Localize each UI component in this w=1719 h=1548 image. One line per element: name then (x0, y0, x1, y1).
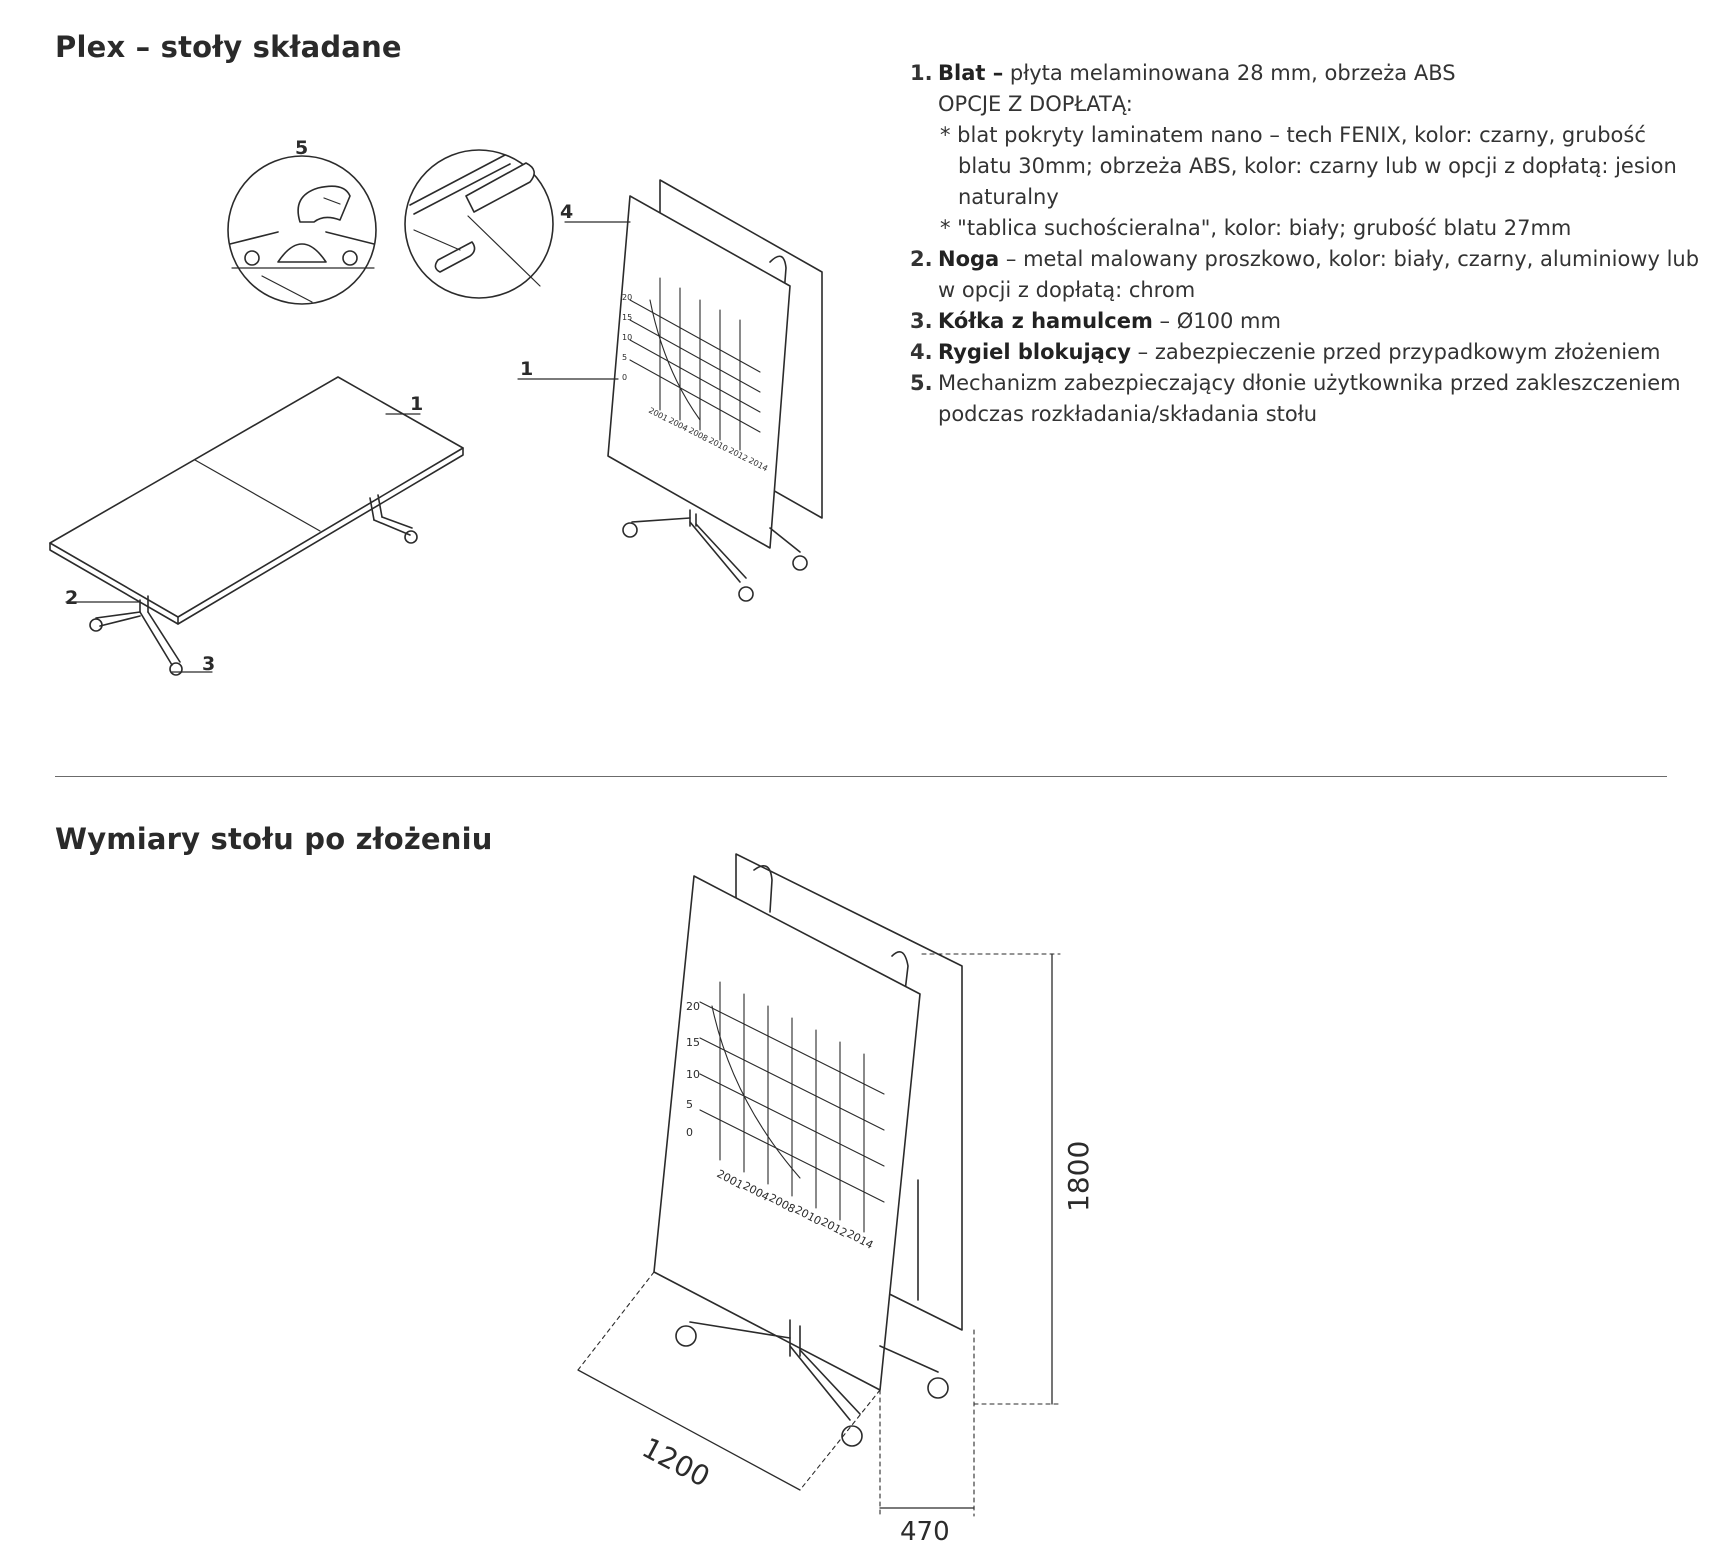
y-tick-label: 15 (686, 1036, 700, 1049)
dimension-width-label: 1200 (637, 1431, 715, 1494)
callout-5: 5 (295, 137, 308, 159)
spec-name: Rygiel blokujący (938, 340, 1131, 364)
y-tick-label: 5 (622, 353, 627, 362)
callout-1: 1 (410, 393, 423, 415)
spec-text: – zabezpieczenie przed przypadkowym złoż… (1137, 340, 1661, 364)
spec-item-2-cont: w opcji z dopłatą: chrom (938, 278, 1196, 302)
y-tick-label: 15 (622, 313, 632, 322)
spec-number: 2. (910, 247, 933, 271)
spec-name: Blat – (938, 61, 1004, 85)
callout-4: 4 (560, 201, 573, 223)
option-1-line-3: naturalny (958, 185, 1059, 209)
spec-name: Noga (938, 247, 1000, 271)
section-title-dimensions: Wymiary stołu po złożeniu (55, 822, 493, 856)
y-tick-label: 10 (622, 333, 632, 342)
spec-number: 3. (910, 309, 933, 333)
spec-text: Mechanizm zabezpieczający dłonie użytkow… (938, 371, 1681, 395)
y-tick-label: 20 (686, 1000, 700, 1013)
callout-1-folded: 1 (520, 358, 533, 380)
y-tick-label: 10 (686, 1068, 700, 1081)
dimension-height-label: 1800 (1062, 1141, 1095, 1212)
option-1-line-1: * blat pokryty laminatem nano – tech FEN… (940, 123, 1646, 147)
detail-circle-4 (404, 149, 554, 299)
dimension-depth-label: 470 (900, 1517, 950, 1547)
spec-text: – metal malowany proszkowo, kolor: biały… (1005, 247, 1700, 271)
section-divider (55, 776, 1667, 777)
callout-2: 2 (65, 587, 78, 609)
spec-number: 1. (910, 61, 933, 85)
y-tick-label: 0 (622, 373, 627, 382)
option-2: * "tablica suchościeralna", kolor: biały… (940, 216, 1572, 240)
page-title: Plex – stoły składane (55, 30, 402, 64)
detail-circle-5 (227, 155, 377, 305)
spec-item-5-cont: podczas rozkładania/składania stołu (938, 402, 1318, 426)
options-header: OPCJE Z DOPŁATĄ: (938, 92, 1133, 116)
y-tick-label: 0 (686, 1126, 693, 1139)
y-tick-label: 20 (622, 293, 632, 302)
y-tick-label: 5 (686, 1098, 693, 1111)
callout-3: 3 (202, 653, 215, 675)
spec-text: – Ø100 mm (1159, 309, 1281, 333)
spec-number: 4. (910, 340, 933, 364)
spec-list: 1.Blat – płyta melaminowana 28 mm, obrze… (910, 58, 1699, 430)
option-1-line-2: blatu 30mm; obrzeża ABS, kolor: czarny l… (958, 154, 1677, 178)
spec-item-5: 5.Mechanizm zabezpieczający dłonie użytk… (910, 368, 1690, 399)
folded-table-drawing-top (517, 179, 823, 602)
spec-name: Kółka z hamulcem (938, 309, 1153, 333)
spec-item-4: 4.Rygiel blokujący – zabezpieczenie prze… (910, 337, 1690, 368)
spec-item-1: 1.Blat – płyta melaminowana 28 mm, obrze… (910, 58, 1690, 89)
spec-number: 5. (910, 371, 933, 395)
spec-text: płyta melaminowana 28 mm, obrzeża ABS (1009, 61, 1456, 85)
spec-item-2: 2.Noga – metal malowany proszkowo, kolor… (910, 244, 1699, 275)
spec-item-3: 3.Kółka z hamulcem – Ø100 mm (910, 306, 1690, 337)
folded-table-drawing-dimensions (577, 853, 1061, 1517)
unfolded-table-drawing (49, 376, 464, 676)
